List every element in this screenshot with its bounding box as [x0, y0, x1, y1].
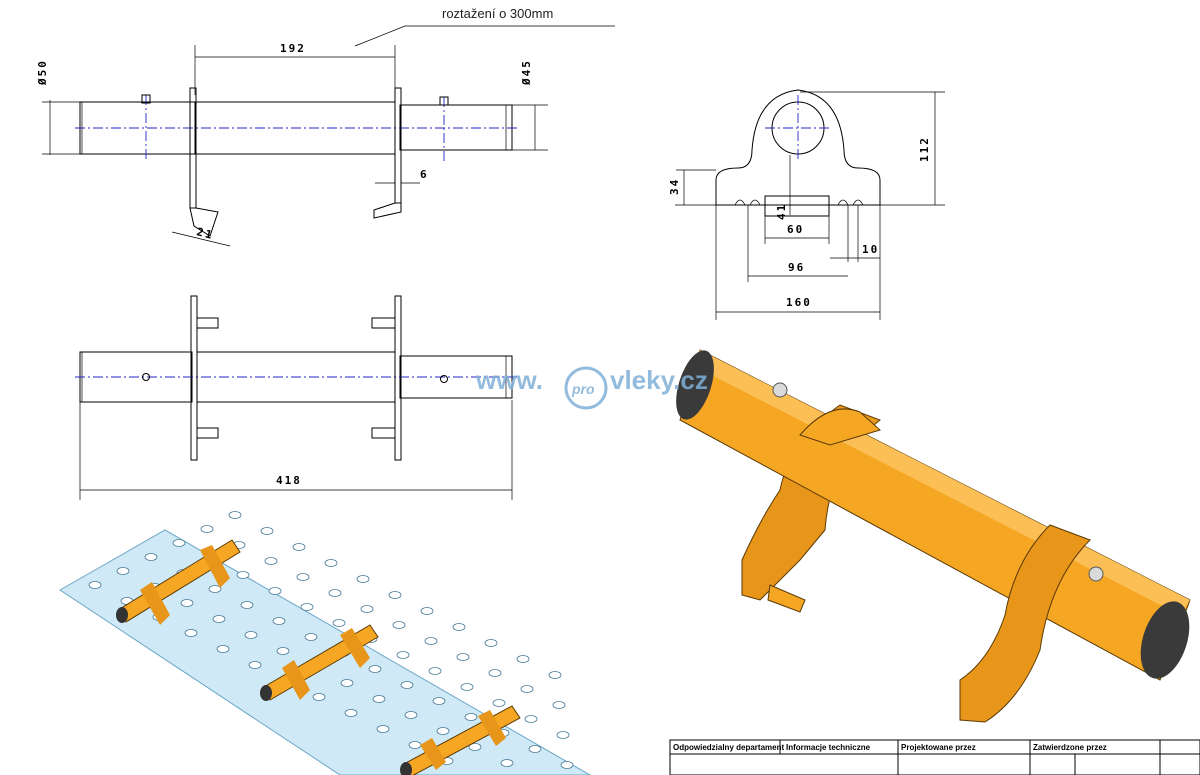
plate-hole: [264, 557, 278, 565]
plate-hole: [548, 671, 562, 679]
dim-192: 192: [280, 42, 306, 55]
title-block: Odpowiedzialny departament Informacje te…: [669, 739, 1200, 775]
plate-hole: [392, 621, 406, 629]
part-3d-render: [676, 349, 1191, 723]
watermark-prefix: www.: [475, 365, 543, 395]
plate-hole: [116, 567, 130, 575]
rail-1: [116, 539, 241, 625]
rail-2: [260, 624, 379, 701]
plate-hole: [260, 527, 274, 535]
plate-hole: [484, 639, 498, 647]
plate-hole: [212, 615, 226, 623]
dim-d50: Ø50: [36, 59, 49, 86]
plate-hole: [324, 559, 338, 567]
plate-hole: [240, 601, 254, 609]
plate-hole: [216, 645, 230, 653]
plate-hole: [552, 701, 566, 709]
annotation-leader: [354, 25, 615, 47]
dim-10: 10: [862, 243, 879, 256]
plate-hole: [296, 573, 310, 581]
dim-96: 96: [788, 261, 805, 274]
plate-hole: [424, 637, 438, 645]
plate-hole: [180, 599, 194, 607]
plate-hole: [432, 697, 446, 705]
plate-hole: [300, 603, 314, 611]
plate-hole: [272, 617, 286, 625]
plate-hole: [460, 683, 474, 691]
plate-hole: [524, 715, 538, 723]
title-block-department: Odpowiedzialny departament: [673, 743, 784, 752]
title-block-designed-by: Projektowane przez: [901, 743, 976, 752]
plate-hole: [388, 591, 402, 599]
plate-hole: [396, 651, 410, 659]
plate-hole: [228, 511, 242, 519]
plate-hole: [200, 525, 214, 533]
plate-hole: [340, 679, 354, 687]
plate-hole: [356, 575, 370, 583]
plate-hole: [468, 743, 482, 751]
dim-34: 34: [668, 178, 681, 195]
plate-hole: [248, 661, 262, 669]
plate-hole: [456, 653, 470, 661]
plate-hole: [88, 581, 102, 589]
top-view: 418: [75, 295, 520, 500]
watermark-badge: pro: [571, 381, 595, 397]
plate-hole: [516, 655, 530, 663]
title-block-approved-by: Zatwierdzone przez: [1033, 743, 1107, 752]
plate-assembly-render: [59, 511, 592, 775]
plate-hole: [368, 665, 382, 673]
plate-hole: [360, 605, 374, 613]
plate-hole: [244, 631, 258, 639]
plate-hole: [428, 667, 442, 675]
dim-160: 160: [786, 296, 812, 309]
dim-112: 112: [918, 136, 931, 162]
plate-hole: [404, 711, 418, 719]
plate-hole: [372, 695, 386, 703]
dim-41: 41: [775, 203, 788, 220]
dim-6: 6: [420, 168, 429, 181]
watermark-suffix: vleky.cz: [610, 365, 708, 395]
plate-hole: [560, 761, 574, 769]
plate-hole: [464, 713, 478, 721]
plate-hole: [436, 727, 450, 735]
plate-hole: [144, 553, 158, 561]
plate-hole: [268, 587, 282, 595]
watermark: www. pro vleky.cz: [475, 365, 708, 410]
plate-hole: [344, 709, 358, 717]
title-block-tech-info: Informacje techniczne: [786, 743, 871, 752]
dim-418: 418: [276, 474, 302, 487]
plate-hole: [172, 539, 186, 547]
plate-hole: [556, 731, 570, 739]
plate-hole: [492, 699, 506, 707]
plate-hole: [236, 571, 250, 579]
plate-hole: [452, 623, 466, 631]
dim-d45: Ø45: [520, 59, 533, 86]
plate-hole: [376, 725, 390, 733]
plate-hole: [312, 693, 326, 701]
plate-hole: [488, 669, 502, 677]
plate-hole: [520, 685, 534, 693]
rail-3: [400, 705, 521, 775]
plate-hole: [332, 619, 346, 627]
dim-21: 21: [195, 225, 215, 242]
plate-hole: [400, 681, 414, 689]
plate-hole: [208, 585, 222, 593]
side-view: 112 34 41 60 10 96 160: [668, 89, 945, 320]
dim-60: 60: [787, 223, 804, 236]
front-view: roztažení o 300mm 192 Ø50 Ø45: [36, 6, 615, 247]
plate-hole: [408, 741, 422, 749]
plate-hole: [292, 543, 306, 551]
plate-hole: [328, 589, 342, 597]
plate-hole: [500, 759, 514, 767]
plate-hole: [304, 633, 318, 641]
annotation-text: roztažení o 300mm: [442, 6, 553, 21]
watermark-badge-ring: [564, 366, 608, 410]
plate-hole: [184, 629, 198, 637]
plate-hole: [276, 647, 290, 655]
plate-hole: [528, 745, 542, 753]
plate-hole: [420, 607, 434, 615]
